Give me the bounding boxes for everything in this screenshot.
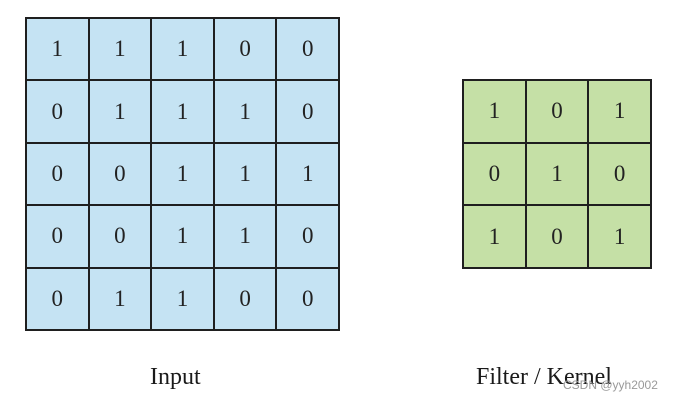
kernel-cell-r1-c0: 0 [464, 143, 527, 207]
input-cell-r2-c1: 0 [89, 143, 153, 207]
input-cell-r3-c3: 1 [214, 206, 278, 269]
input-cell-r3-c2: 1 [152, 206, 215, 269]
kernel-cell-r1-c1: 1 [526, 143, 590, 207]
input-cell-r4-c0: 0 [27, 268, 90, 331]
input-cell-r1-c2: 1 [152, 81, 215, 144]
input-cell-r4-c2: 1 [152, 268, 215, 331]
kernel-cell-r1-c2: 0 [589, 143, 652, 207]
input-cell-r1-c1: 1 [89, 81, 153, 144]
kernel-cell-r0-c1: 0 [526, 81, 590, 144]
input-cell-r1-c3: 1 [214, 81, 278, 144]
watermark: CSDN @yyh2002 [563, 378, 658, 392]
kernel-cell-r2-c2: 1 [589, 206, 652, 269]
input-cell-r0-c1: 1 [89, 19, 153, 82]
input-cell-r1-c0: 0 [27, 81, 90, 144]
input-cell-r3-c4: 0 [277, 206, 340, 269]
kernel-cell-r0-c0: 1 [464, 81, 527, 144]
input-cell-r0-c4: 0 [277, 19, 340, 82]
input-cell-r0-c2: 1 [152, 19, 215, 82]
input-cell-r3-c1: 0 [89, 206, 153, 269]
kernel-caption: Filter / Kernel [476, 364, 612, 390]
input-cell-r2-c0: 0 [27, 143, 90, 207]
input-cell-r2-c3: 1 [214, 143, 278, 207]
input-cell-r2-c2: 1 [152, 143, 215, 207]
input-cell-r4-c4: 0 [277, 268, 340, 331]
input-cell-r4-c1: 1 [89, 268, 153, 331]
input-cell-r0-c3: 0 [214, 19, 278, 82]
kernel-cell-r2-c1: 0 [526, 206, 590, 269]
input-cell-r0-c0: 1 [27, 19, 90, 82]
input-cell-r1-c4: 0 [277, 81, 340, 144]
input-caption: Input [150, 364, 201, 390]
input-cell-r4-c3: 0 [214, 268, 278, 331]
input-cell-r2-c4: 1 [277, 143, 340, 207]
kernel-cell-r2-c0: 1 [464, 206, 527, 269]
input-cell-r3-c0: 0 [27, 206, 90, 269]
kernel-cell-r0-c2: 1 [589, 81, 652, 144]
